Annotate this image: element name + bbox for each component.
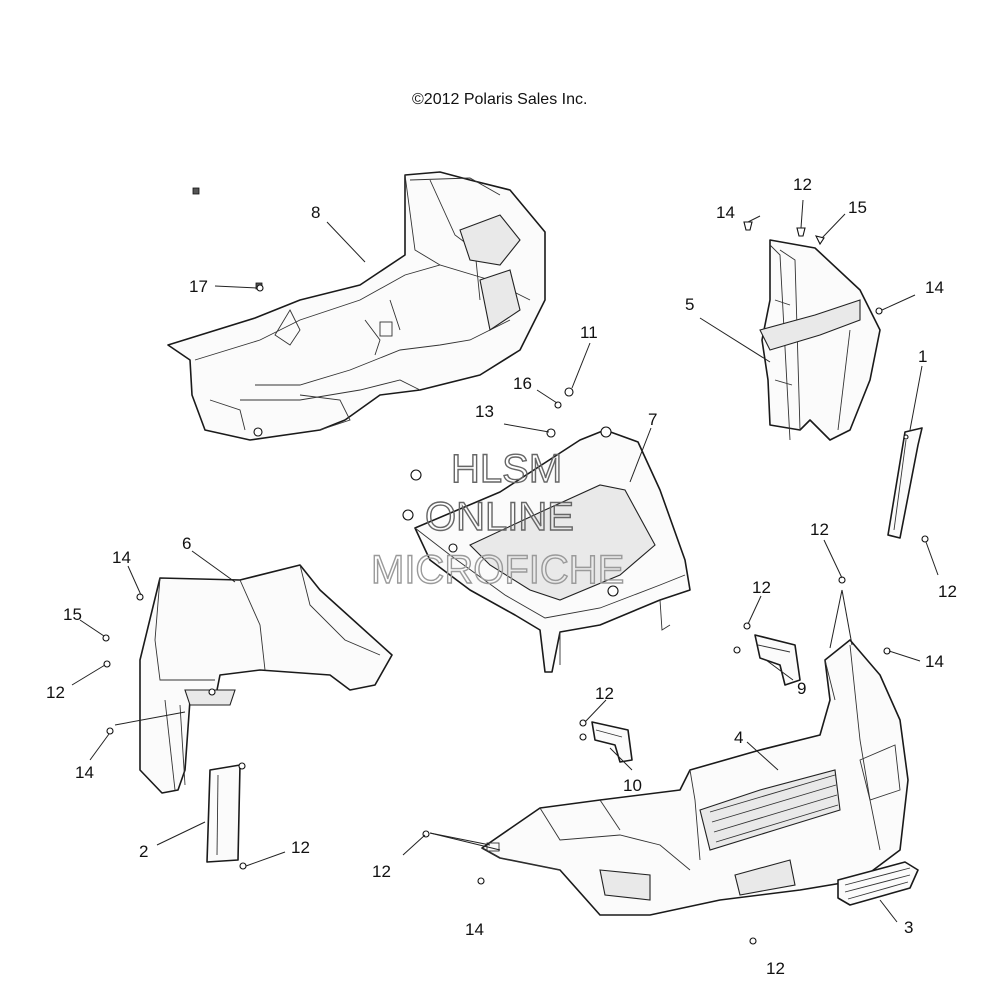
- callout-15-a: 15: [848, 198, 867, 217]
- callout-14-d: 14: [112, 548, 131, 567]
- callout-9: 9: [797, 679, 806, 698]
- callout-14-b: 14: [925, 278, 944, 297]
- callout-12-h: 12: [372, 862, 391, 881]
- callout-12-e: 12: [595, 684, 614, 703]
- callout-1: 1: [918, 347, 927, 366]
- part-1-right-flap: [887, 427, 923, 539]
- part-5-right-fender: [759, 239, 881, 441]
- callout-6: 6: [182, 534, 191, 553]
- callout-12-b: 12: [810, 520, 829, 539]
- callout-14-e: 14: [75, 763, 94, 782]
- callout-17: 17: [189, 277, 208, 296]
- callout-16: 16: [513, 374, 532, 393]
- part-6-left-fender: [139, 564, 393, 794]
- callout-labels: 8 17 14 12 15 14 5 1 11 16 13 7 12 12 12…: [46, 175, 957, 978]
- callout-8: 8: [311, 203, 320, 222]
- callout-7: 7: [648, 410, 657, 429]
- callout-4: 4: [734, 728, 743, 747]
- callout-12-g: 12: [291, 838, 310, 857]
- callout-13: 13: [475, 402, 494, 421]
- part-7-hood: [402, 426, 691, 673]
- callout-14-a: 14: [716, 203, 735, 222]
- part-3-lower-grille: [837, 861, 919, 906]
- callout-2: 2: [139, 842, 148, 861]
- watermark: HLSM ONLINE MICROFICHE: [370, 446, 625, 592]
- watermark-line-2: ONLINE: [425, 495, 574, 539]
- part-8-dash-panel: [167, 171, 546, 441]
- callout-12-c: 12: [938, 582, 957, 601]
- callout-14-c: 14: [925, 652, 944, 671]
- leader-lines: [71, 199, 939, 923]
- callout-11: 11: [580, 323, 598, 342]
- callout-3: 3: [904, 918, 913, 937]
- callout-12-f: 12: [46, 683, 65, 702]
- callout-12-a: 12: [793, 175, 812, 194]
- watermark-line-3: MICROFICHE: [371, 548, 624, 592]
- callout-5: 5: [685, 295, 694, 314]
- part-2-left-flap: [206, 762, 246, 863]
- callout-14-f: 14: [465, 920, 484, 939]
- part-4-front-bumper: [481, 639, 909, 916]
- callout-15-b: 15: [63, 605, 82, 624]
- copyright-text: ©2012 Polaris Sales Inc.: [412, 91, 587, 108]
- watermark-line-1: HLSM: [451, 447, 562, 491]
- part-10-bracket: [591, 721, 633, 763]
- callout-10: 10: [623, 776, 642, 795]
- callout-12-d: 12: [752, 578, 771, 597]
- callout-12-i: 12: [766, 959, 785, 978]
- part-9-bracket: [754, 634, 801, 686]
